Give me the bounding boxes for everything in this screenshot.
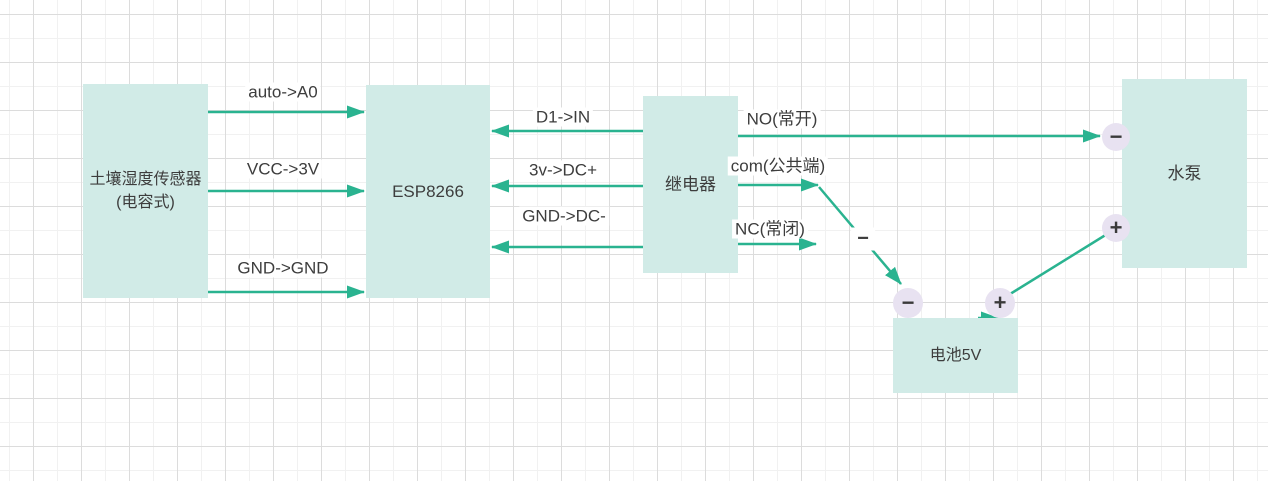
- node-relay-label: 继电器: [665, 175, 716, 194]
- terminal-battery-minus[interactable]: −: [893, 288, 923, 318]
- edge-label-d1-in[interactable]: D1->IN: [532, 107, 594, 127]
- node-water-pump[interactable]: 水泵: [1122, 79, 1247, 268]
- edge-label-nc[interactable]: NC(常闭): [732, 219, 808, 239]
- wire-plus-diagonal[interactable]: [1001, 229, 1113, 301]
- edge-label-minus[interactable]: −: [851, 227, 875, 251]
- node-esp8266[interactable]: ESP8266: [366, 85, 490, 298]
- terminal-battery-plus[interactable]: +: [985, 288, 1015, 318]
- terminal-pump-plus[interactable]: +: [1102, 214, 1130, 242]
- node-soil-sensor-label: 土壤湿度传感器 (电容式): [89, 171, 202, 211]
- node-battery-5v-label: 电池5V: [929, 347, 982, 364]
- node-battery-5v[interactable]: 电池5V: [893, 318, 1018, 393]
- edge-label-3v-dcplus[interactable]: 3v->DC+: [525, 160, 601, 180]
- node-soil-sensor[interactable]: 土壤湿度传感器 (电容式): [83, 84, 208, 298]
- edge-label-gnd-gnd[interactable]: GND->GND: [234, 258, 332, 278]
- node-relay[interactable]: 继电器: [643, 96, 738, 273]
- node-esp8266-label: ESP8266: [392, 182, 464, 201]
- edge-label-gnd-dcminus[interactable]: GND->DC-: [519, 206, 609, 226]
- edge-label-com[interactable]: com(公共端): [727, 156, 829, 176]
- edge-label-vcc-3v[interactable]: VCC->3V: [243, 159, 323, 179]
- edge-label-auto-a0[interactable]: auto->A0: [245, 82, 321, 102]
- terminal-pump-minus[interactable]: −: [1102, 123, 1130, 151]
- edge-label-no[interactable]: NO(常开): [743, 109, 821, 129]
- node-water-pump-label: 水泵: [1167, 164, 1202, 183]
